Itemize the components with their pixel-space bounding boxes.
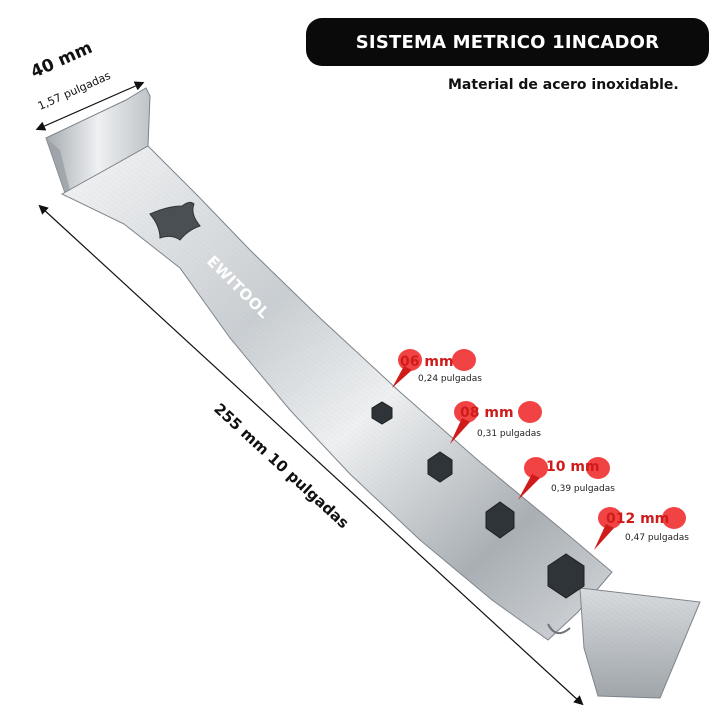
tag-6mm-size: 06 mm (400, 354, 454, 370)
tag-10mm-size: 10 mm (546, 459, 600, 475)
hole-tag-8mm: 08 mm 0,31 pulgadas (450, 401, 542, 444)
hex-hole-6mm (371, 401, 393, 425)
nail-slot (149, 201, 201, 241)
length-dimension: 255 mm 10 pulgadas (38, 204, 584, 706)
tag-12mm-inches: 0,47 pulgadas (625, 533, 689, 543)
tag-8mm-size: 08 mm (460, 405, 514, 421)
pry-bar-tool: EWITOOL (45, 87, 701, 699)
hole-tag-12mm: 012 mm 0,47 pulgadas (594, 507, 689, 550)
tag-10mm-inches: 0,39 pulgadas (551, 484, 615, 494)
hex-hole-8mm (427, 451, 453, 483)
hole-tag-10mm: 10 mm 0,39 pulgadas (518, 457, 615, 500)
width-mm-label: 40 mm (28, 38, 96, 83)
tag-8mm-inches: 0,31 pulgadas (477, 429, 541, 439)
hex-hole-10mm (485, 501, 515, 539)
hole-tag-6mm: 06 mm 0,24 pulgadas (392, 349, 482, 388)
tag-12mm-size: 012 mm (606, 511, 669, 527)
title-banner: SISTEMA METRICO 1INCADOR (306, 18, 709, 66)
tag-6mm-inches: 0,24 pulgadas (418, 374, 482, 384)
title-text: SISTEMA METRICO 1INCADOR (355, 31, 660, 53)
material-subtitle: Material de acero inoxidable. (448, 77, 679, 93)
hex-hole-12mm (547, 553, 585, 599)
